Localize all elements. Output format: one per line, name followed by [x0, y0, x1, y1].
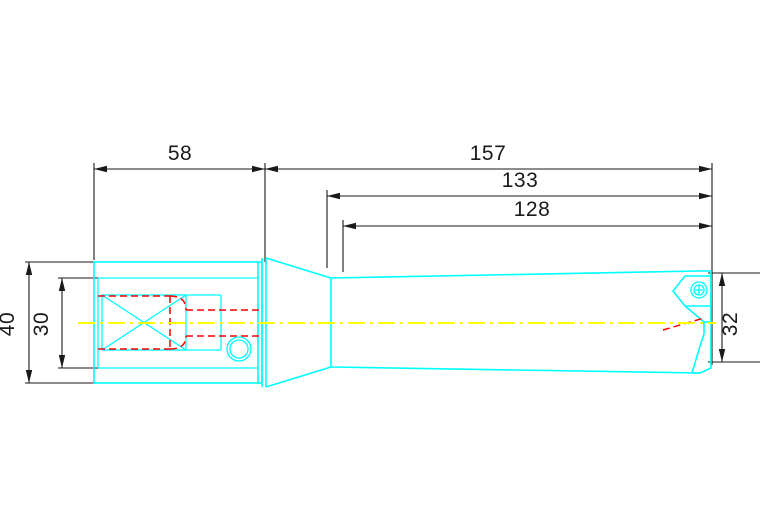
- arrow-32-bottom: [718, 349, 726, 362]
- peripheral-insert-pocket: [671, 275, 712, 307]
- set-screw-hole: [226, 336, 252, 362]
- arrow-58-right: [252, 165, 265, 173]
- dimension-128: 128: [342, 198, 712, 272]
- dim-label-58: 58: [168, 142, 192, 165]
- hidden-bore-fillet-top: [169, 295, 187, 311]
- body-top-edge: [330, 270, 701, 279]
- drill-body-cylinder: [330, 270, 701, 374]
- dim-label-133: 133: [502, 169, 539, 192]
- dimension-133: 133: [326, 169, 712, 268]
- arrow-58-left: [94, 165, 107, 173]
- arrow-30-bottom: [58, 355, 66, 368]
- dimension-157: 157: [265, 142, 713, 365]
- dimension-32: 32: [708, 272, 760, 363]
- taper-bottom-edge: [265, 366, 332, 388]
- arrow-157-left: [265, 165, 278, 173]
- hidden-bore-fillet-bottom: [169, 335, 187, 350]
- arrow-30-top: [58, 278, 66, 291]
- arrow-40-bottom: [25, 370, 33, 383]
- dim-label-128: 128: [514, 198, 551, 221]
- arrow-133-left: [327, 192, 340, 200]
- dimension-40: 40: [0, 261, 98, 384]
- set-screw-circle-inner: [229, 339, 249, 359]
- dimension-30: 30: [30, 277, 98, 369]
- set-screw-circle-outer: [226, 336, 252, 362]
- dim-label-157: 157: [470, 142, 507, 165]
- dim-label-32: 32: [719, 312, 742, 336]
- arrow-128-right: [699, 222, 712, 230]
- taper-top-edge: [265, 257, 332, 279]
- dimension-58: 58: [93, 142, 266, 262]
- dim-label-40: 40: [0, 312, 19, 336]
- arrow-133-right: [699, 192, 712, 200]
- tip-right-face: [699, 270, 712, 374]
- arrow-40-top: [25, 262, 33, 275]
- dim-label-30: 30: [30, 312, 53, 336]
- hidden-tip-chisel-edge: [662, 317, 705, 331]
- cutting-tip: [662, 270, 712, 374]
- tip-lower-relief: [691, 322, 705, 374]
- insert-screw-outer: [690, 281, 708, 299]
- tapered-neck: [265, 257, 332, 388]
- arrow-157-right: [699, 165, 712, 173]
- arrow-32-top: [718, 273, 726, 286]
- body-bottom-edge: [330, 366, 701, 374]
- arrow-128-left: [343, 222, 356, 230]
